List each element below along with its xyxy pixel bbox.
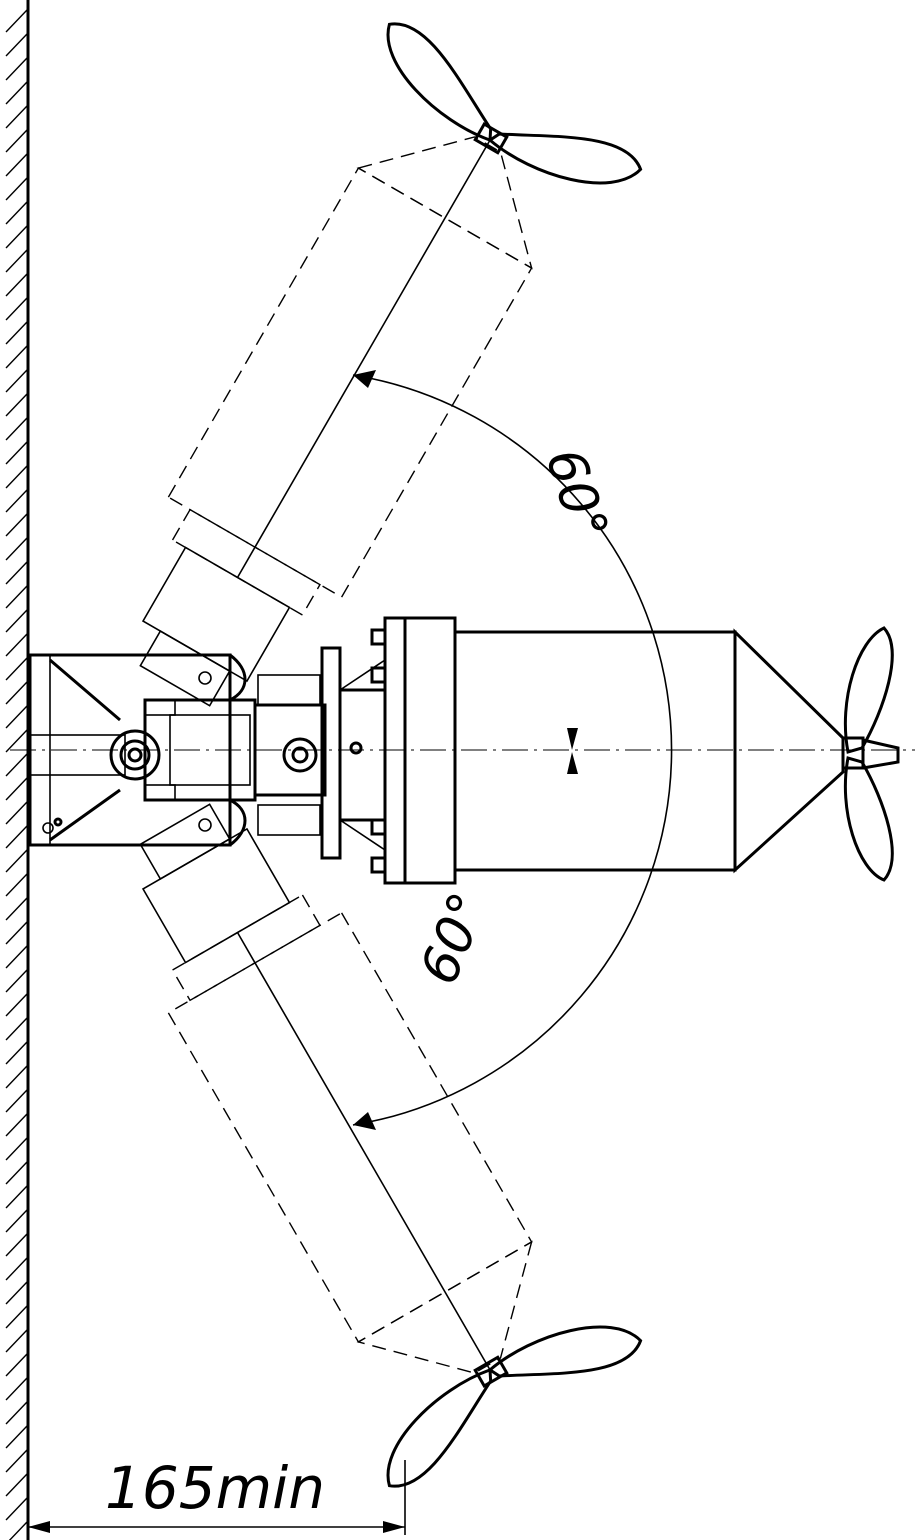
hatch-line <box>5 705 28 729</box>
hatch-line <box>5 969 28 993</box>
min-distance-dimension: 165min <box>28 1454 406 1535</box>
clamp-assembly <box>253 646 387 860</box>
wall-hatching-icon <box>5 9 28 1540</box>
hatch-line <box>5 297 28 321</box>
hatch-line <box>5 369 28 393</box>
hatch-line <box>5 177 28 201</box>
hatch-line <box>5 513 28 537</box>
hatch-line <box>5 1065 28 1089</box>
motor-body <box>370 616 845 885</box>
hatch-line <box>5 9 28 33</box>
hatch-line <box>5 441 28 465</box>
hatch-line <box>5 825 28 849</box>
hatch-line <box>5 1017 28 1041</box>
hatch-line <box>5 1233 28 1257</box>
hatch-line <box>5 921 28 945</box>
hatch-line <box>5 1041 28 1065</box>
hatch-line <box>5 873 28 897</box>
hatch-line <box>5 1329 28 1353</box>
propeller-icon <box>841 626 900 882</box>
hatch-line <box>5 849 28 873</box>
hatch-line <box>5 1497 28 1521</box>
hatch-line <box>5 33 28 57</box>
hatch-line <box>5 489 28 513</box>
hatch-line <box>5 729 28 753</box>
hatch-line <box>5 1473 28 1497</box>
hatch-line <box>5 609 28 633</box>
hatch-line <box>5 1449 28 1473</box>
hatch-line <box>5 225 28 249</box>
hatch-line <box>5 1377 28 1401</box>
hatch-line <box>5 201 28 225</box>
hatch-line <box>5 777 28 801</box>
hatch-line <box>5 345 28 369</box>
hatch-line <box>5 465 28 489</box>
hatch-line <box>5 1425 28 1449</box>
arrowhead-icon <box>567 752 578 774</box>
hatch-line <box>5 561 28 585</box>
hatch-line <box>5 633 28 657</box>
angle-label-upper: 60° <box>533 442 619 548</box>
upper-rotated-position <box>47 15 647 760</box>
hatch-line <box>5 801 28 825</box>
hatch-line <box>5 1257 28 1281</box>
hatch-line <box>5 897 28 921</box>
hatch-line <box>5 1089 28 1113</box>
hatch-line <box>5 321 28 345</box>
hatch-line <box>5 1161 28 1185</box>
hatch-line <box>5 1401 28 1425</box>
hatch-line <box>5 129 28 153</box>
arrowhead-icon <box>353 1112 376 1130</box>
hatch-line <box>5 1209 28 1233</box>
arrowhead-icon <box>353 370 376 388</box>
hatch-line <box>5 1305 28 1329</box>
arrowhead-icon <box>383 1521 405 1533</box>
wall <box>5 0 30 1540</box>
hatch-line <box>5 81 28 105</box>
hatch-line <box>5 57 28 81</box>
hatch-line <box>5 1113 28 1137</box>
hatch-line <box>5 993 28 1017</box>
hatch-line <box>5 273 28 297</box>
lower-rotated-position <box>47 750 647 1495</box>
angle-label-lower: 60° <box>409 885 499 993</box>
arrowhead-icon <box>567 728 578 750</box>
hatch-line <box>5 393 28 417</box>
hatch-line <box>5 753 28 777</box>
hatch-line <box>5 1137 28 1161</box>
hatch-line <box>5 945 28 969</box>
hatch-line <box>5 417 28 441</box>
arrowhead-icon <box>28 1521 50 1533</box>
hatch-line <box>5 585 28 609</box>
hatch-line <box>8 1521 28 1540</box>
hatch-line <box>5 657 28 681</box>
hatch-line <box>5 681 28 705</box>
min-distance-label: 165min <box>105 1454 325 1522</box>
hatch-line <box>5 105 28 129</box>
hatch-line <box>5 249 28 273</box>
hatch-line <box>5 153 28 177</box>
hatch-line <box>5 1185 28 1209</box>
hatch-line <box>5 1353 28 1377</box>
hatch-line <box>5 1281 28 1305</box>
hatch-line <box>5 537 28 561</box>
